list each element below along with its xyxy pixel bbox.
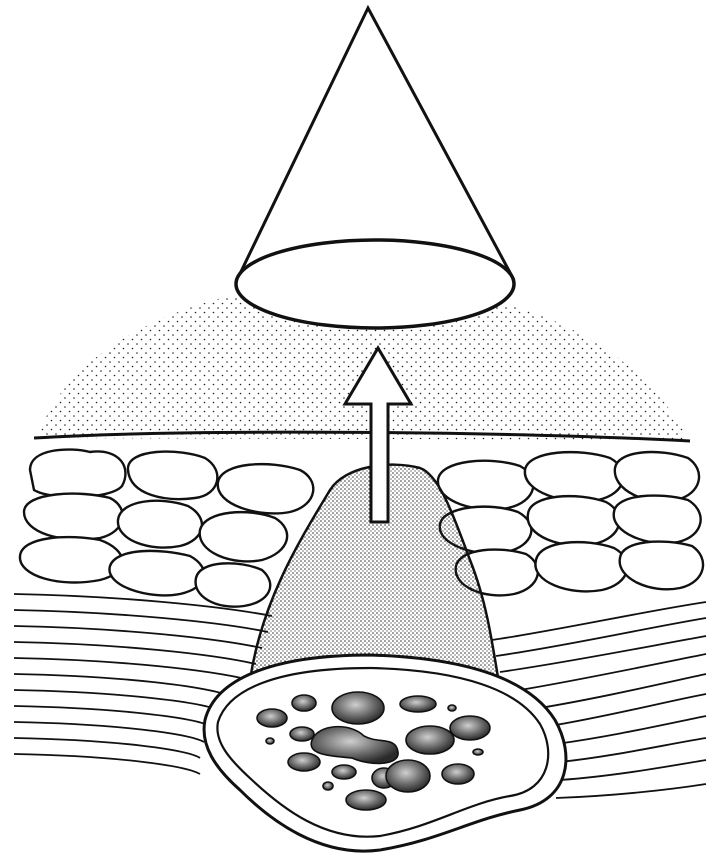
cone-shaped-funnel bbox=[236, 8, 514, 328]
